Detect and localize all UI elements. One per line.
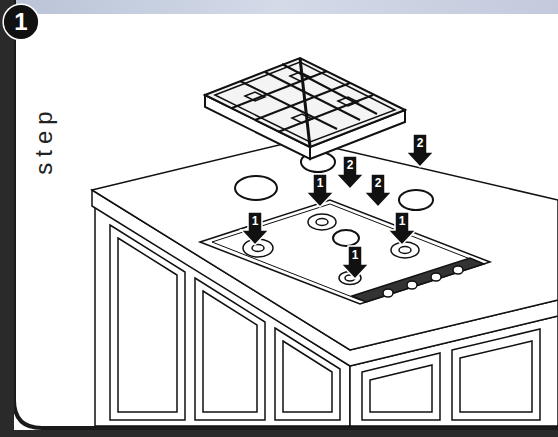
step-number: 1 <box>14 10 27 34</box>
step-word: step <box>32 105 56 174</box>
callout-number: 1 <box>252 215 259 227</box>
grate <box>205 58 405 159</box>
callout-number: 2 <box>417 137 424 149</box>
top-band <box>0 0 558 14</box>
callout-number: 1 <box>399 215 406 227</box>
callout-number: 1 <box>317 177 324 189</box>
bottom-bar <box>0 430 558 437</box>
callout-number: 2 <box>347 159 354 171</box>
countertop <box>92 140 558 366</box>
frame <box>14 0 558 428</box>
burner-cap <box>235 152 433 246</box>
step-number-circle: 1 <box>2 3 40 41</box>
side-bar <box>0 0 14 437</box>
callout-arrow <box>241 134 434 279</box>
callout-number: 1 <box>352 249 359 261</box>
callout-number: 2 <box>375 177 382 189</box>
cooktop <box>200 200 490 304</box>
